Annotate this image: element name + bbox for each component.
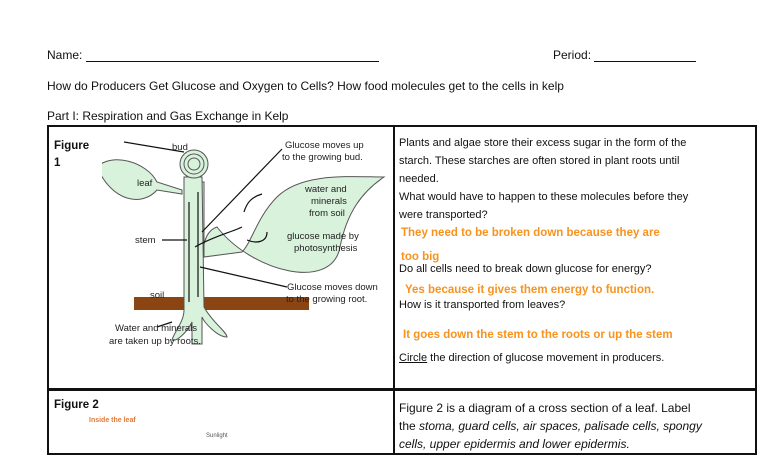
question-1-line: were transported? (399, 209, 488, 221)
period-blank[interactable] (594, 61, 697, 62)
paragraph-line: Plants and algae store their excess suga… (399, 137, 687, 149)
figure1-title: Figure 1 (54, 138, 89, 172)
column-divider (393, 127, 395, 453)
label-bud: bud (172, 142, 188, 153)
label-water-1: water and (304, 184, 347, 195)
plant-diagram: bud Glucose moves up to the growing bud.… (102, 140, 386, 347)
label-glucose-up-1: Glucose moves up (285, 140, 364, 151)
question-3: How is it transported from leaves? (399, 299, 566, 311)
soil-bar (134, 297, 309, 310)
stem (171, 176, 228, 345)
figure1-title-line1: Figure (54, 140, 90, 152)
question-4-text: the direction of glucose movement in pro… (427, 352, 665, 364)
question-4: Circle the direction of glucose movement… (399, 349, 664, 367)
instruction-terms: stoma, guard cells, air spaces, palisade… (419, 419, 702, 433)
figure1-title-line2: 1 (54, 157, 61, 169)
instruction-line: the stoma, guard cells, air spaces, pali… (399, 417, 702, 435)
label-glucose-down-1: Glucose moves down (287, 282, 378, 293)
period-field[interactable]: Period: (553, 48, 697, 62)
period-label: Period: (553, 48, 592, 62)
instruction-line: cells, upper epidermis and lower epiderm… (399, 435, 702, 453)
label-glucose-made-1: glucose made by (287, 231, 359, 242)
label-water-3: from soil (309, 208, 345, 219)
name-field[interactable]: Name: (47, 48, 379, 62)
paragraph-line: starch. These starches are often stored … (399, 155, 680, 167)
label-leaf: leaf (137, 178, 153, 189)
label-roots-1: Water and minerals (115, 323, 197, 334)
left-leaf (102, 159, 183, 200)
main-question: How do Producers Get Glucose and Oxygen … (47, 79, 564, 93)
right-leaf (183, 176, 386, 281)
question-cell-2: Figure 2 is a diagram of a cross section… (399, 399, 702, 453)
part-title: Part I: Respiration and Gas Exchange in … (47, 109, 289, 123)
worksheet-table: Figure 1 bud Glucose moves up to the gro… (47, 125, 757, 455)
row-divider (49, 388, 755, 391)
label-soil: soil (150, 290, 164, 301)
name-blank[interactable] (85, 61, 379, 62)
label-roots-2: are taken up by roots. (109, 336, 201, 347)
label-glucose-up-2: to the growing bud. (282, 152, 363, 163)
answer-1-line1[interactable]: They need to be broken down because they… (401, 227, 660, 239)
arrows (123, 141, 288, 328)
question-cell-1: Plants and algae store their excess suga… (399, 134, 688, 224)
answer-1-line2[interactable]: too big (401, 251, 440, 263)
question-1-line: What would have to happen to these molec… (399, 191, 689, 203)
figure2-title: Figure 2 (54, 399, 99, 411)
instruction-prefix: the (399, 419, 420, 433)
instruction-terms: cells, upper epidermis and lower epiderm… (399, 437, 630, 451)
answer-2[interactable]: Yes because it gives them energy to func… (405, 284, 655, 296)
instruction-line: Figure 2 is a diagram of a cross section… (399, 401, 691, 415)
paragraph-line: needed. (399, 173, 439, 185)
label-stem: stem (135, 235, 156, 246)
label-glucose-made-2: photosynthesis (294, 243, 358, 254)
figure2-subtitle: Inside the leaf (89, 417, 136, 424)
plant-shape (102, 149, 386, 345)
circle-word: Circle (399, 352, 428, 364)
question-2: Do all cells need to break down glucose … (399, 263, 652, 275)
sunlight-label: Sunlight (206, 433, 228, 439)
label-glucose-down-2: to the growing root. (286, 294, 367, 305)
label-water-2: minerals (311, 196, 347, 207)
name-label: Name: (47, 48, 83, 62)
answer-3[interactable]: It goes down the stem to the roots or up… (403, 329, 673, 341)
